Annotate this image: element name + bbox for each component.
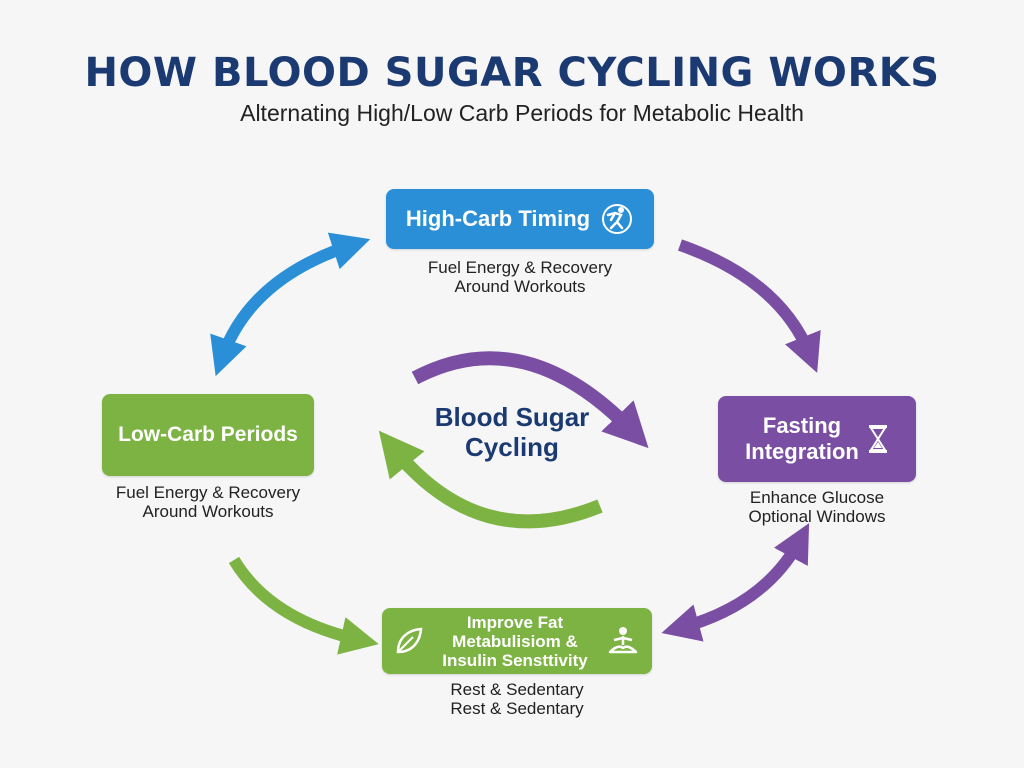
hourglass-icon: [867, 424, 889, 454]
arrow-low-to-high: [210, 232, 371, 377]
node-fat-label-1: Improve Fat: [466, 612, 564, 632]
caption-fat-metabolism: Rest & Sedentary Rest & Sedentary: [382, 680, 652, 718]
leaf-icon: [394, 626, 424, 656]
node-high-carb-label: High-Carb Timing: [405, 206, 591, 231]
inner-arrow-green: [378, 430, 603, 529]
page-subtitle: Alternating High/Low Carb Periods for Me…: [240, 100, 804, 126]
caption-high-carb-line-1: Fuel Energy & Recovery: [427, 258, 613, 277]
node-high-carb-timing: High-Carb Timing: [386, 189, 654, 249]
inner-arrow-purple: [411, 351, 649, 449]
arrow-high-to-fasting: [678, 239, 821, 373]
caption-high-carb: Fuel Energy & Recovery Around Workouts: [386, 258, 654, 296]
node-fasting-label-1: Fasting: [762, 413, 842, 438]
node-fasting-integration: Fasting Integration: [718, 396, 916, 482]
caption-low-carb-line-1: Fuel Energy & Recovery: [115, 483, 301, 502]
arrow-low-to-fat: [228, 556, 379, 655]
caption-fasting-line-2: Optional Windows: [748, 507, 886, 526]
center-line-2: Cycling: [465, 432, 559, 462]
caption-fat-line-1: Rest & Sedentary: [450, 680, 584, 699]
athlete-icon: [600, 202, 634, 236]
meditation-icon: [606, 626, 640, 656]
arrow-fat-to-fasting: [661, 523, 810, 642]
caption-low-carb: Fuel Energy & Recovery Around Workouts: [88, 483, 328, 521]
caption-fasting-line-1: Enhance Glucose: [749, 488, 885, 507]
node-fasting-label-2: Integration: [745, 439, 859, 464]
caption-fasting: Enhance Glucose Optional Windows: [718, 488, 916, 526]
center-line-1: Blood Sugar: [434, 402, 590, 432]
caption-low-carb-line-2: Around Workouts: [142, 502, 274, 521]
node-low-carb-label: Low-Carb Periods: [118, 423, 298, 446]
node-fat-label-2: Metabulisiom &: [452, 631, 578, 651]
caption-high-carb-line-2: Around Workouts: [454, 277, 586, 296]
caption-fat-line-2: Rest & Sedentary: [450, 699, 584, 718]
page-title: HOW BLOOD SUGAR CYCLING WORKS: [84, 50, 940, 96]
node-fat-label-3: Insulin Sensttivity: [442, 650, 588, 670]
node-fat-metabolism: Improve Fat Metabulisiom & Insulin Senst…: [382, 608, 652, 674]
center-label: Blood Sugar Cycling: [412, 402, 612, 462]
node-low-carb-periods: Low-Carb Periods: [102, 394, 314, 476]
